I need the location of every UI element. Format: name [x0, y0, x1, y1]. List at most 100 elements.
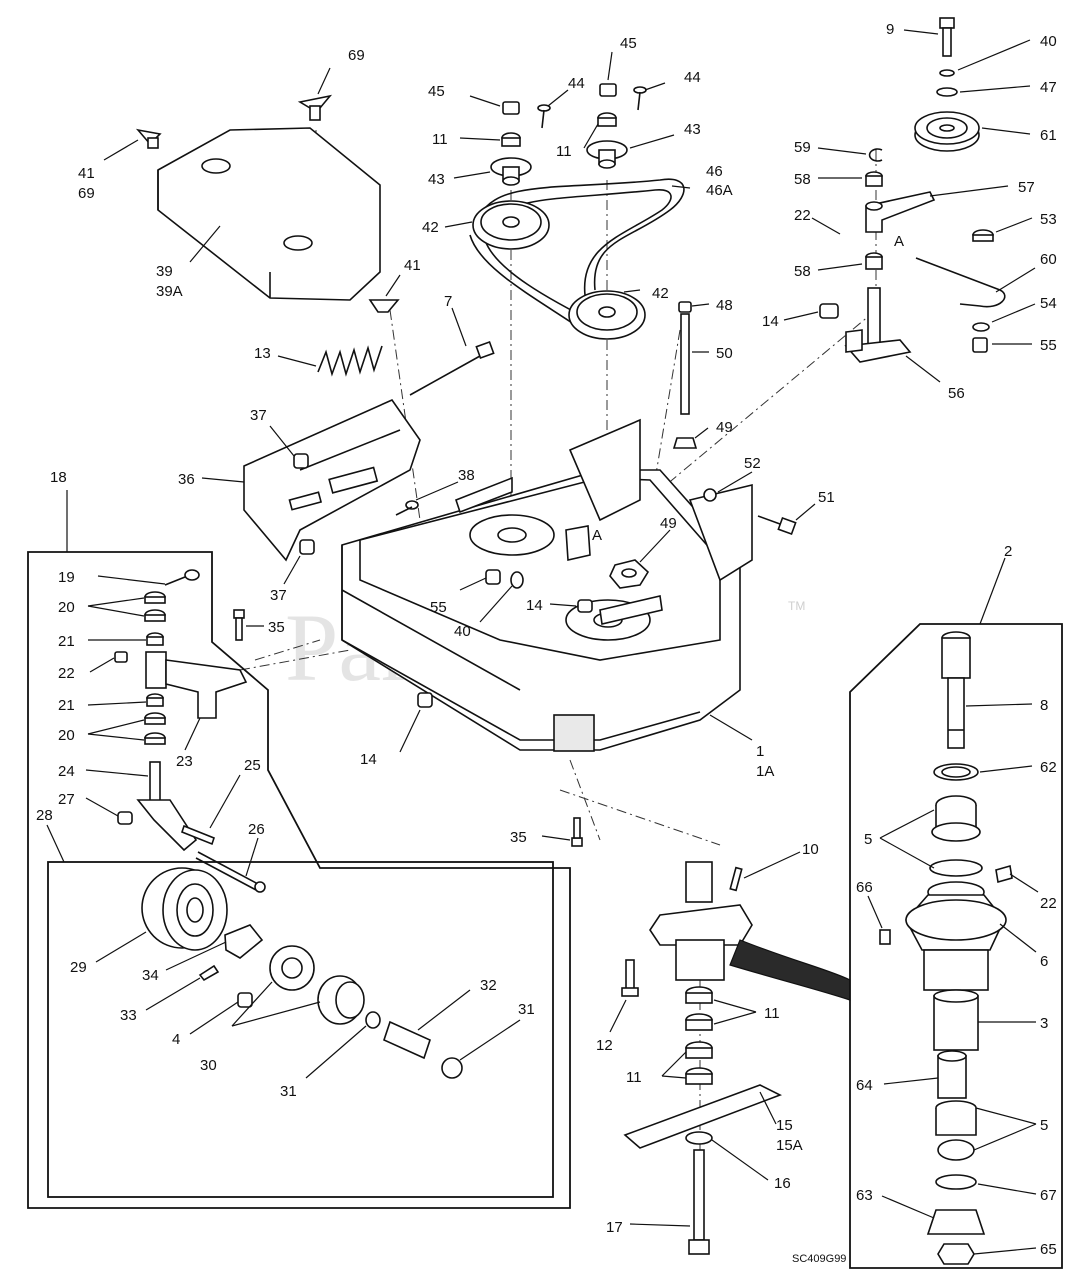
wing-knob-41-left	[135, 128, 162, 149]
callout-39: 39	[156, 263, 173, 280]
callout-22: 22	[794, 207, 811, 224]
pin-25	[181, 824, 215, 846]
callout-69: 69	[78, 185, 95, 202]
wheel-assembly-box-18	[27, 551, 571, 1209]
callout-14: 14	[526, 597, 543, 614]
callout-8: 8	[1040, 697, 1048, 714]
seal-62	[933, 763, 979, 781]
callout-60: 60	[1040, 251, 1057, 268]
callout-35: 35	[510, 829, 527, 846]
callout-51: 51	[818, 489, 835, 506]
callout-35: 35	[268, 619, 285, 636]
callout-11: 11	[764, 1005, 780, 1022]
hub-30-b	[317, 975, 365, 1025]
callout-47: 47	[1040, 79, 1057, 96]
spacer-tube-32	[383, 1020, 431, 1060]
nut-37-bottom	[299, 539, 315, 555]
washer-40-top	[939, 69, 955, 77]
callout-26: 26	[248, 821, 265, 838]
callout-34: 34	[142, 967, 159, 984]
bolt-17	[688, 1149, 710, 1255]
callout-9: 9	[886, 21, 894, 38]
callout-12: 12	[596, 1037, 613, 1054]
nut-14-deck	[577, 599, 593, 613]
callout-49: 49	[716, 419, 733, 436]
washer-47	[936, 87, 958, 97]
wheel-bracket-23	[145, 651, 248, 719]
callout-21: 21	[58, 633, 75, 650]
callout-11: 11	[432, 131, 448, 148]
callout-A: A	[894, 233, 904, 250]
callout-52: 52	[744, 455, 761, 472]
spindle-assembly-center	[649, 861, 851, 1001]
screw-66	[879, 929, 891, 945]
callout-40: 40	[1040, 33, 1057, 50]
callout-A: A	[592, 527, 602, 544]
spacers-11-center	[685, 986, 713, 1085]
callout-11: 11	[626, 1069, 642, 1086]
callout-28: 28	[36, 807, 53, 824]
callout-40: 40	[454, 623, 471, 640]
callout-36: 36	[178, 471, 195, 488]
callout-44: 44	[684, 69, 701, 86]
callout-14: 14	[360, 751, 377, 768]
callout-65: 65	[1040, 1241, 1057, 1258]
stud-50	[672, 301, 698, 449]
callout-69: 69	[348, 47, 365, 64]
callout-24: 24	[58, 763, 75, 780]
callout-23: 23	[176, 753, 193, 770]
washer-11-right	[597, 112, 617, 127]
callout-54: 54	[1040, 295, 1057, 312]
hub-30-a	[269, 945, 315, 991]
flange-bushing-43-left	[490, 157, 532, 186]
callout-6: 6	[1040, 953, 1048, 970]
callout-62: 62	[1040, 759, 1057, 776]
spring-rod-60	[915, 257, 1006, 308]
callout-22: 22	[1040, 895, 1057, 912]
callout-46: 46	[706, 163, 723, 180]
spindle-shaft-8	[941, 631, 971, 749]
spacer-64	[937, 1050, 967, 1099]
spindle-housing-6	[905, 881, 1007, 991]
callout-39A: 39A	[156, 283, 183, 300]
callout-46A: 46A	[706, 182, 733, 199]
callout-43: 43	[684, 121, 701, 138]
grease-zerk-19	[164, 569, 200, 586]
race-5-top	[929, 859, 983, 877]
bolt-7	[409, 340, 495, 396]
nut-55-deck	[485, 569, 501, 585]
callout-1: 1	[756, 743, 764, 760]
callout-66: 66	[856, 879, 873, 896]
callout-20: 20	[58, 599, 75, 616]
callout-22: 22	[58, 665, 75, 682]
callout-labels: 69 41 69 39 39A 41 45 44 11 43 42 45 44 …	[36, 21, 1057, 1265]
pivot-bracket-56	[844, 287, 912, 363]
spacer-53	[972, 229, 994, 242]
callout-1A: 1A	[756, 763, 774, 780]
bracket-36	[243, 399, 421, 562]
callout-17: 17	[606, 1219, 623, 1236]
nut-37-top	[293, 453, 309, 469]
callout-25: 25	[244, 757, 261, 774]
callout-15: 15	[776, 1117, 793, 1134]
drawing-code: SC409G99	[792, 1253, 846, 1265]
bolt-38	[395, 500, 419, 516]
callout-42: 42	[652, 285, 669, 302]
callout-13: 13	[254, 345, 271, 362]
callout-11: 11	[556, 143, 572, 160]
spindle-exploded-box-2	[849, 623, 1063, 1269]
callout-45: 45	[620, 35, 637, 52]
callout-49: 49	[660, 515, 677, 532]
callout-42: 42	[422, 219, 439, 236]
spacer-31-left	[365, 1011, 381, 1029]
bushing-58-top	[865, 171, 883, 187]
callout-31: 31	[518, 1001, 535, 1018]
bolt-35-center	[571, 817, 583, 847]
pulley-42-right	[568, 290, 646, 340]
callout-43: 43	[428, 171, 445, 188]
callout-41: 41	[404, 257, 421, 274]
callout-63: 63	[856, 1187, 873, 1204]
callout-55: 55	[1040, 337, 1057, 354]
washer-16	[685, 1131, 713, 1145]
